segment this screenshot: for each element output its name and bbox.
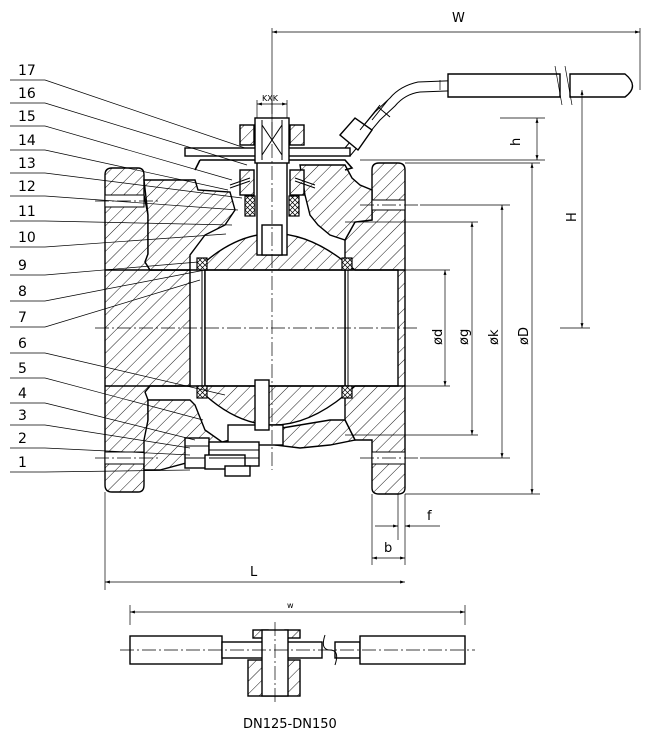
right-flange: [344, 162, 406, 495]
part-leader-15: [44, 125, 233, 181]
gland-nut: [239, 124, 255, 146]
dim-W: W: [452, 11, 465, 26]
dimensions: W KXK h H ød øg øk øD: [104, 11, 641, 590]
part-leader-12: [44, 195, 239, 211]
dim-D: øD: [517, 327, 532, 345]
part-number-2: 2: [18, 431, 27, 447]
part-number-3: 3: [18, 408, 27, 424]
part-number-1: 1: [18, 455, 27, 471]
part-number-8: 8: [18, 284, 27, 300]
dim-d: ød: [431, 329, 446, 345]
seat-lower-left: [196, 385, 208, 399]
dim-b: b: [384, 541, 392, 556]
seat-lower-right: [341, 385, 353, 399]
part-leader-17: [44, 79, 246, 149]
body-upper-wall: [143, 179, 236, 271]
part-number-14: 14: [18, 133, 36, 149]
part-leader-8: [44, 269, 206, 302]
part-leader-9: [44, 261, 199, 276]
part-leader-7: [44, 279, 201, 328]
body-right-lower: [269, 419, 357, 449]
dim-g: øg: [457, 329, 472, 345]
part-number-10: 10: [18, 230, 36, 246]
part-leader-13: [44, 172, 243, 199]
caption: DN125-DN150: [243, 717, 337, 732]
part-leader-16: [44, 102, 248, 166]
seat-upper-right: [341, 257, 353, 271]
dim-h: h: [509, 138, 524, 146]
part-leader-1: [44, 469, 191, 473]
part-leader-14: [44, 149, 229, 191]
part-number-6: 6: [18, 336, 27, 352]
dim-L: L: [250, 565, 258, 580]
part-number-11: 11: [18, 204, 36, 220]
handle-sleeve: [447, 73, 561, 98]
part-leader-5: [44, 377, 204, 421]
part-number-9: 9: [18, 258, 27, 274]
part-leader-11: [44, 220, 233, 226]
part-number-7: 7: [18, 310, 27, 326]
handle-top-view: w: [120, 601, 475, 705]
valve-section-view: [95, 65, 634, 495]
part-number-13: 13: [18, 156, 36, 172]
part-number-4: 4: [18, 386, 27, 402]
part-leader-6: [44, 352, 226, 396]
dim-k: øk: [487, 329, 502, 345]
handle-arm: [344, 76, 551, 157]
part-number-12: 12: [18, 179, 36, 195]
dim-f: f: [427, 509, 432, 524]
packing: [244, 195, 256, 217]
part-leader-2: [44, 447, 191, 456]
dim-H: H: [565, 212, 580, 222]
part-leader-3: [44, 424, 191, 449]
part-leader-4: [44, 402, 196, 441]
part-number-5: 5: [18, 361, 27, 377]
dim-kxk: KXK: [262, 94, 279, 103]
seat-upper-left: [196, 257, 208, 271]
part-number-15: 15: [18, 109, 36, 125]
part-labels: 17 16 15 14 13 12 11 10 9 8 7 6 5 4 3 2 1: [10, 63, 248, 473]
part-number-17: 17: [18, 63, 36, 79]
dim-w: w: [287, 601, 294, 610]
handle-grip: [569, 73, 634, 98]
part-leader-10: [44, 233, 227, 248]
part-number-16: 16: [18, 86, 36, 102]
